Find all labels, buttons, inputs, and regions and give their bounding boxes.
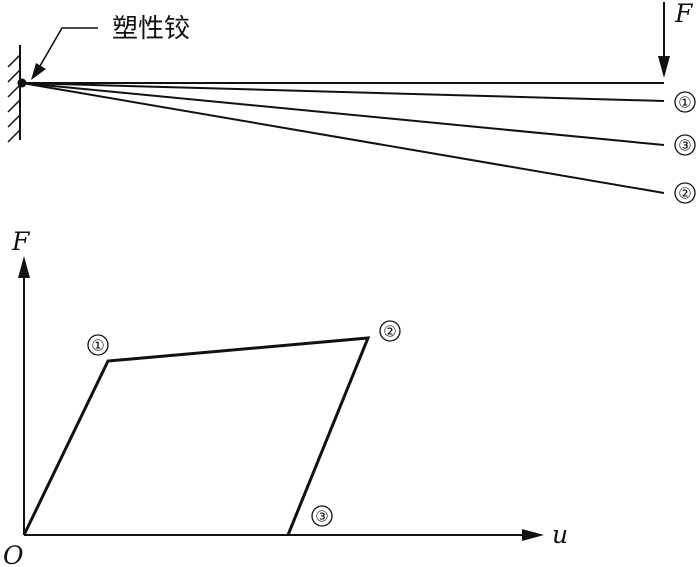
svg-text:②: ② [678, 185, 691, 203]
svg-text:③: ③ [315, 508, 328, 526]
load-arrowhead [658, 56, 670, 78]
y-axis-label: F [11, 227, 31, 256]
cantilever-figure: 塑性铰 F ① ③ ② [7, 0, 696, 204]
point-tag-1: ① [87, 334, 109, 356]
hinge-leader-arrowhead [31, 63, 46, 80]
load-label: F [674, 0, 694, 28]
x-axis-arrowhead [522, 529, 544, 541]
point-tag-2: ② [379, 320, 401, 342]
svg-text:②: ② [383, 323, 396, 341]
hinge-leader-line [39, 27, 98, 67]
force-displacement-graph: F u O ① ② ③ [3, 227, 568, 567]
fixed-support-hatching [7, 54, 21, 143]
x-axis-label: u [552, 520, 568, 549]
beam-tag-2: ② [674, 182, 696, 204]
beam-position-3 [21, 82, 665, 146]
beam-tag-1: ① [674, 91, 696, 113]
svg-text:③: ③ [678, 137, 691, 155]
y-axis-arrowhead [18, 256, 30, 278]
svg-text:①: ① [91, 337, 104, 355]
origin-label: O [3, 541, 24, 567]
svg-text:①: ① [678, 94, 691, 112]
beam-position-2 [21, 82, 665, 194]
beam-position-1 [21, 82, 665, 102]
beam-tag-3: ③ [674, 134, 696, 156]
hinge-label: 塑性铰 [112, 14, 190, 44]
point-tag-3: ③ [311, 505, 333, 527]
plastic-hinge-dot [17, 78, 27, 88]
load-path-curve [22, 336, 371, 536]
